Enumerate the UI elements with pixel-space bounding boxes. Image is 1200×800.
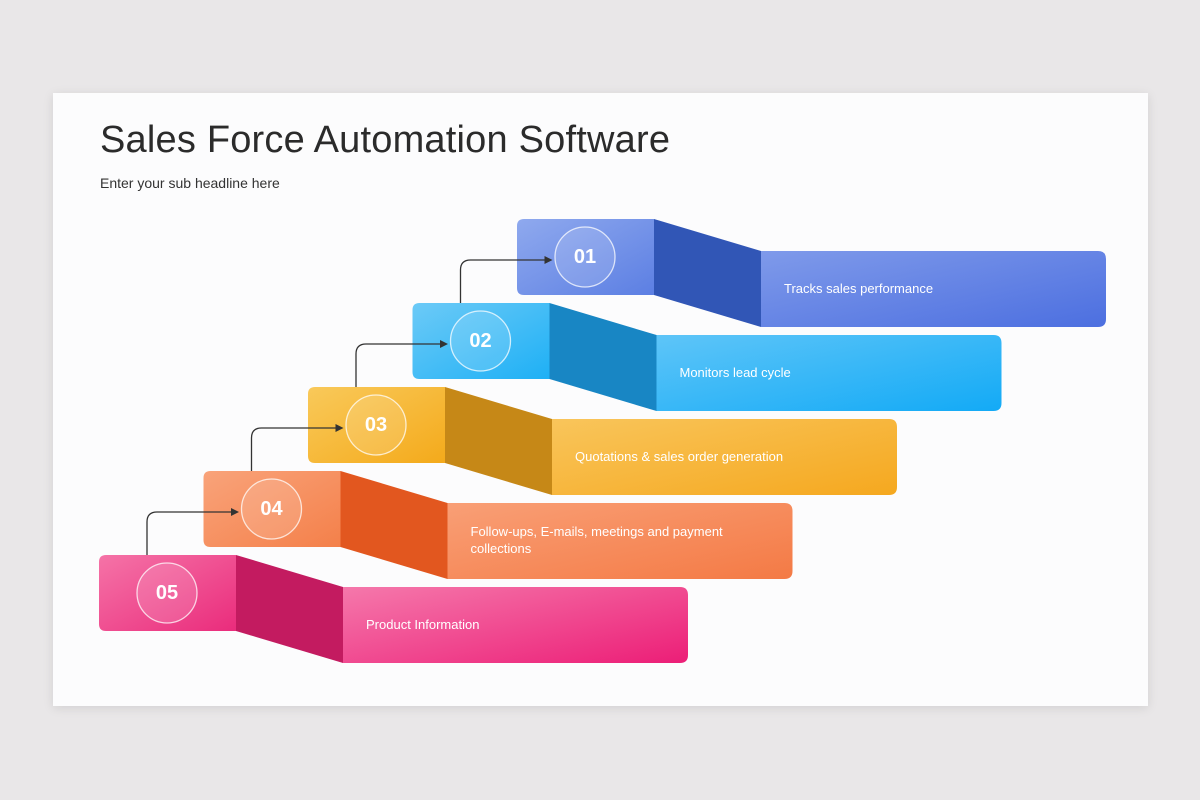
staircase-diagram	[99, 219, 1106, 663]
step-label: Tracks sales performance	[784, 280, 934, 296]
step-number-circle	[240, 478, 303, 540]
step-number: 04	[260, 498, 283, 520]
step-04	[203, 471, 793, 579]
step-number: 01	[573, 246, 597, 268]
step-label: Monitors lead cycle	[679, 364, 791, 380]
step-fold	[549, 303, 657, 411]
step-fold	[654, 219, 761, 327]
arrow-icon	[250, 424, 344, 471]
step-panel	[656, 335, 1002, 411]
step-front	[308, 387, 445, 463]
step-03	[308, 387, 897, 495]
arrow-icon	[355, 340, 448, 387]
step-number-circle	[554, 226, 616, 288]
arrow-icon	[146, 508, 239, 555]
step-front	[517, 219, 654, 295]
step-fold	[340, 471, 448, 579]
step-number: 05	[155, 582, 179, 604]
step-label: Quotations & sales order generation	[575, 448, 784, 464]
step-number: 02	[469, 330, 492, 352]
step-panel	[343, 587, 688, 663]
step-number-circle	[449, 310, 512, 372]
step-number-circle	[136, 562, 198, 624]
step-fold	[236, 555, 343, 663]
step-panel	[447, 503, 793, 579]
slide-title: Sales Force Automation Software	[100, 119, 671, 161]
step-number-circle	[345, 394, 407, 456]
step-05	[99, 555, 688, 663]
step-front	[99, 555, 236, 631]
slide-subtitle: Enter your sub headline here	[100, 175, 280, 191]
step-label: Product Information	[366, 616, 480, 632]
step-panel	[761, 251, 1106, 327]
slide: Sales Force Automation Software Enter yo…	[53, 93, 1148, 706]
step-number: 03	[364, 414, 388, 436]
step-front	[203, 471, 341, 547]
arrow-icon	[459, 256, 553, 303]
step-label: Follow-ups, E-mails, meetings and paymen…	[470, 524, 723, 556]
step-panel	[552, 419, 897, 495]
step-fold	[445, 387, 552, 495]
step-front	[412, 303, 550, 379]
step-01	[517, 219, 1106, 327]
step-02	[412, 303, 1002, 411]
